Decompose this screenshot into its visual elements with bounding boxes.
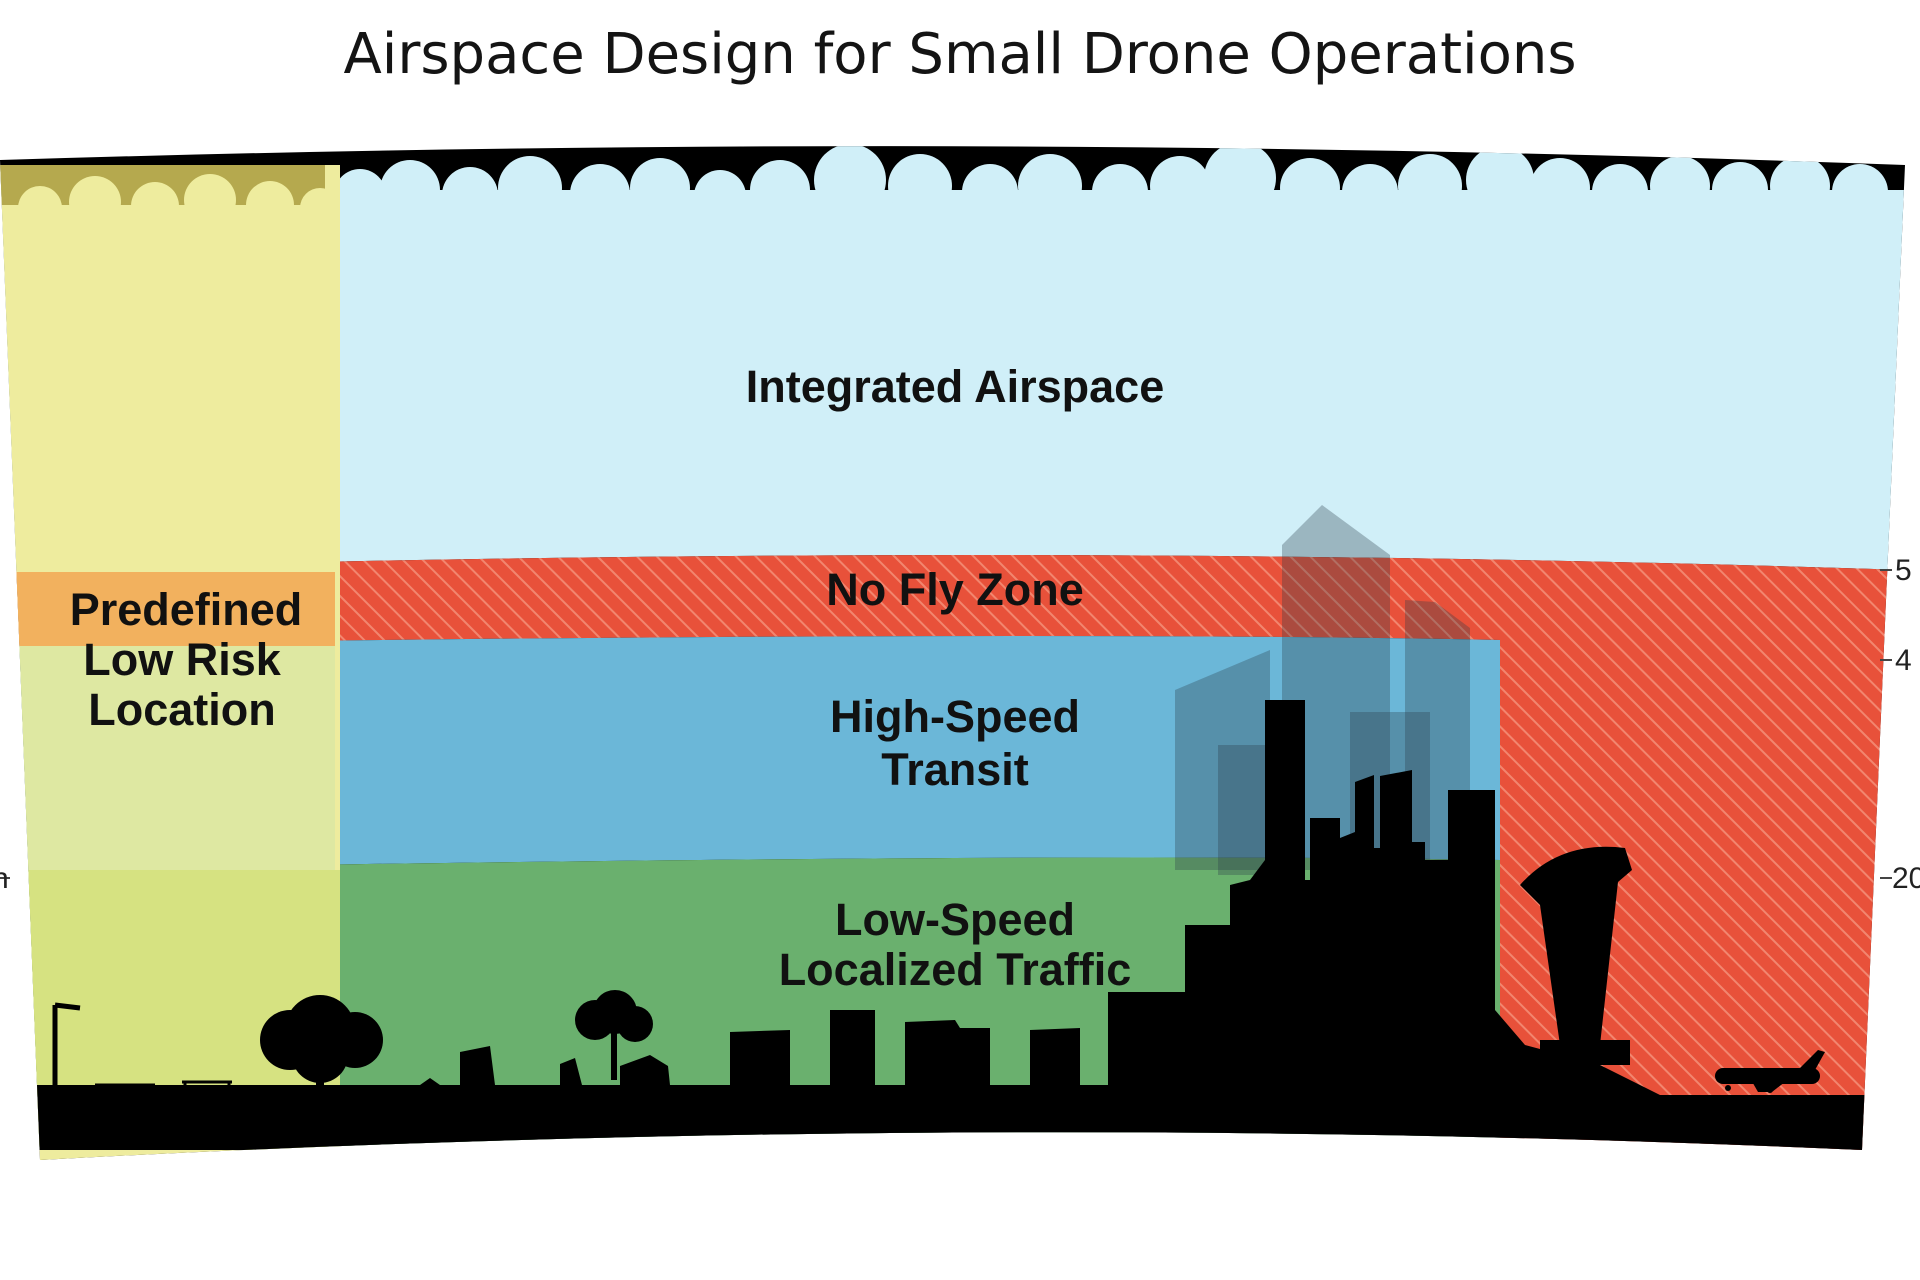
- label-high-speed-line-1: High-Speed: [830, 691, 1080, 742]
- low-risk-overlap-orange: [0, 572, 335, 646]
- zone-integrated-airspace: [0, 190, 1905, 570]
- right-tick-label: 20: [1892, 862, 1920, 895]
- label-high-speed-line-2: Transit: [881, 744, 1029, 795]
- page-title: Airspace Design for Small Drone Operatio…: [343, 22, 1577, 87]
- label-no-fly-zone: No Fly Zone: [826, 564, 1084, 615]
- label-low-risk-line-2: Low Risk: [83, 634, 282, 685]
- airplane-icon: [1715, 1050, 1825, 1093]
- tree-icon: [260, 995, 383, 1087]
- label-low-risk-line-1: Predefined: [70, 584, 303, 635]
- right-tick-label: 5: [1895, 554, 1912, 587]
- lamp-post-icon: [52, 1002, 81, 1090]
- cloud-top-icon: [334, 146, 1888, 224]
- control-tower-icon: [1520, 846, 1632, 1045]
- control-tower-base: [1540, 1040, 1630, 1065]
- city-skyline-icon: [0, 700, 1905, 1150]
- right-tick-label: 4: [1895, 644, 1912, 677]
- left-tick-label: n: [0, 862, 9, 895]
- label-low-risk-line-3: Location: [88, 684, 276, 735]
- label-low-speed-line-2: Localized Traffic: [779, 944, 1132, 995]
- tree-icon: [575, 990, 653, 1080]
- low-risk-overlap-pale: [0, 646, 335, 870]
- label-low-speed-line-1: Low-Speed: [835, 894, 1075, 945]
- low-risk-cloud-icon: [18, 174, 340, 230]
- zone-high-speed-transit: [0, 636, 1500, 870]
- right-axis-ticks: [1880, 569, 1892, 879]
- label-integrated-airspace: Integrated Airspace: [746, 361, 1164, 412]
- fence-icon: [95, 1080, 232, 1095]
